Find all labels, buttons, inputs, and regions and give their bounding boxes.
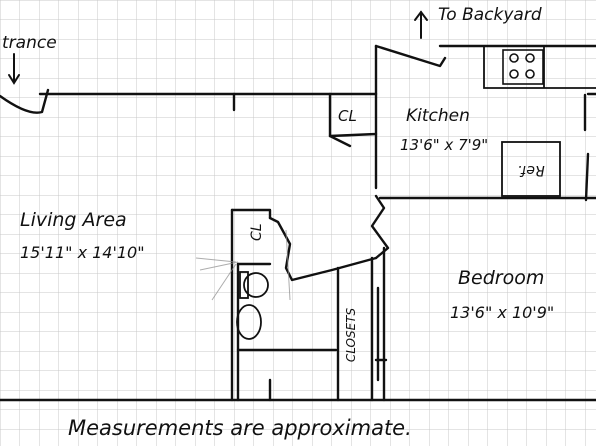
sink-icon: [236, 304, 262, 340]
fridge-icon: [501, 141, 561, 197]
kitchen-counter: [483, 46, 596, 89]
bedroom-dims: 13'6" x 10'9": [450, 303, 554, 322]
arrow-down-icon: [8, 53, 20, 85]
living-area-label: Living Area: [20, 209, 127, 231]
kitchen-dims: 13'6" x 7'9": [400, 136, 488, 154]
footer-note: Measurements are approximate.: [68, 416, 412, 440]
bedroom-label: Bedroom: [458, 267, 544, 289]
walls: [0, 44, 596, 402]
fridge-label: Ref.: [517, 162, 544, 178]
pencil-smudge: [195, 229, 291, 301]
toilet-icon: [239, 271, 269, 299]
backyard-label: To Backyard: [438, 5, 542, 25]
closet-label-bath: CL: [249, 223, 265, 241]
arrow-up-icon: [414, 10, 428, 39]
closet-label-kitchen: CL: [338, 107, 357, 125]
closets-label: CLOSETS: [344, 307, 358, 362]
living-area-dims: 15'11" x 14'10": [20, 243, 145, 262]
kitchen-label: Kitchen: [406, 106, 470, 126]
stove-icon: [502, 49, 544, 85]
entrance-label: trance: [2, 33, 57, 53]
